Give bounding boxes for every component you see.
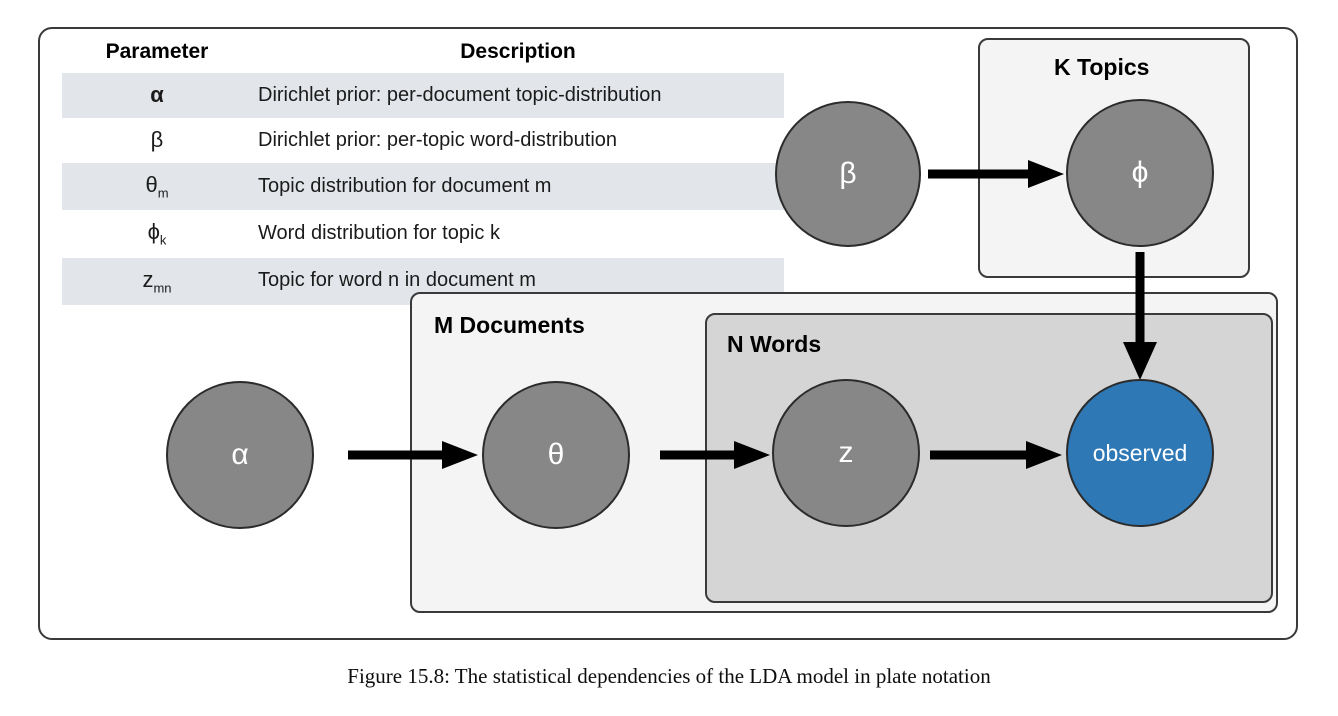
arrow-phi-to-observed [1123, 252, 1157, 380]
cell-description: Dirichlet prior: per-topic word-distribu… [258, 128, 618, 151]
node-beta-label: β [839, 157, 857, 190]
table-row: θm Topic distribution for document m [62, 163, 784, 211]
cell-symbol: β [62, 118, 252, 163]
symbol-theta: θ [145, 172, 158, 197]
plate-label-n-words: N Words [727, 331, 822, 357]
parameter-table-grid: Parameter Description α Dirichlet prior:… [62, 36, 784, 306]
cell-symbol: zmn [62, 257, 252, 306]
symbol-beta: β [150, 127, 164, 152]
table-row: α Dirichlet prior: per-document topic-di… [62, 73, 784, 118]
column-header-parameter: Parameter [105, 40, 209, 63]
table-row: ϕk Word distribution for topic k [62, 210, 784, 257]
symbol-phi: ϕ [147, 219, 160, 245]
symbol-z-subscript: mn [153, 280, 172, 296]
figure-caption: Figure 15.8: The statistical dependencie… [347, 664, 991, 688]
node-theta[interactable]: θ [482, 381, 630, 529]
column-header-description: Description [460, 40, 576, 63]
arrow-alpha-to-theta [348, 441, 478, 469]
symbol-z: z [142, 266, 154, 292]
cell-description: Dirichlet prior: per-document topic-dist… [252, 73, 784, 118]
cell-symbol: θm [62, 163, 252, 211]
node-beta[interactable]: β [775, 101, 921, 247]
arrow-theta-to-z [660, 441, 770, 469]
node-phi-label: ϕ [1131, 156, 1149, 189]
node-alpha[interactable]: α [166, 381, 314, 529]
cell-description: Topic distribution for document m [252, 163, 784, 211]
plate-label-k-topics: K Topics [1054, 54, 1150, 80]
table-row: β Dirichlet prior: per-topic word-distri… [62, 118, 784, 163]
table-header: Parameter Description [62, 36, 784, 73]
parameter-table: Parameter Description α Dirichlet prior:… [62, 36, 784, 306]
arrow-beta-to-phi [928, 160, 1064, 188]
symbol-phi-subscript: k [159, 232, 167, 248]
plate-label-m-documents: M Documents [434, 312, 585, 338]
table-header-row: Parameter Description [62, 36, 784, 73]
node-z-label: z [838, 436, 854, 469]
symbol-alpha: α [150, 82, 164, 107]
node-observed-label: observed [1092, 439, 1188, 466]
table-body: α Dirichlet prior: per-document topic-di… [62, 73, 784, 306]
symbol-theta-subscript: m [157, 185, 169, 201]
node-observed[interactable]: observed [1066, 379, 1214, 527]
arrow-z-to-observed [930, 441, 1062, 469]
cell-symbol: ϕk [62, 210, 252, 257]
node-z[interactable]: z [772, 379, 920, 527]
node-phi[interactable]: ϕ [1066, 99, 1214, 247]
node-theta-label: θ [547, 438, 565, 471]
cell-description: Word distribution for topic k [258, 222, 500, 245]
cell-symbol: α [62, 73, 252, 118]
node-alpha-label: α [231, 438, 249, 471]
